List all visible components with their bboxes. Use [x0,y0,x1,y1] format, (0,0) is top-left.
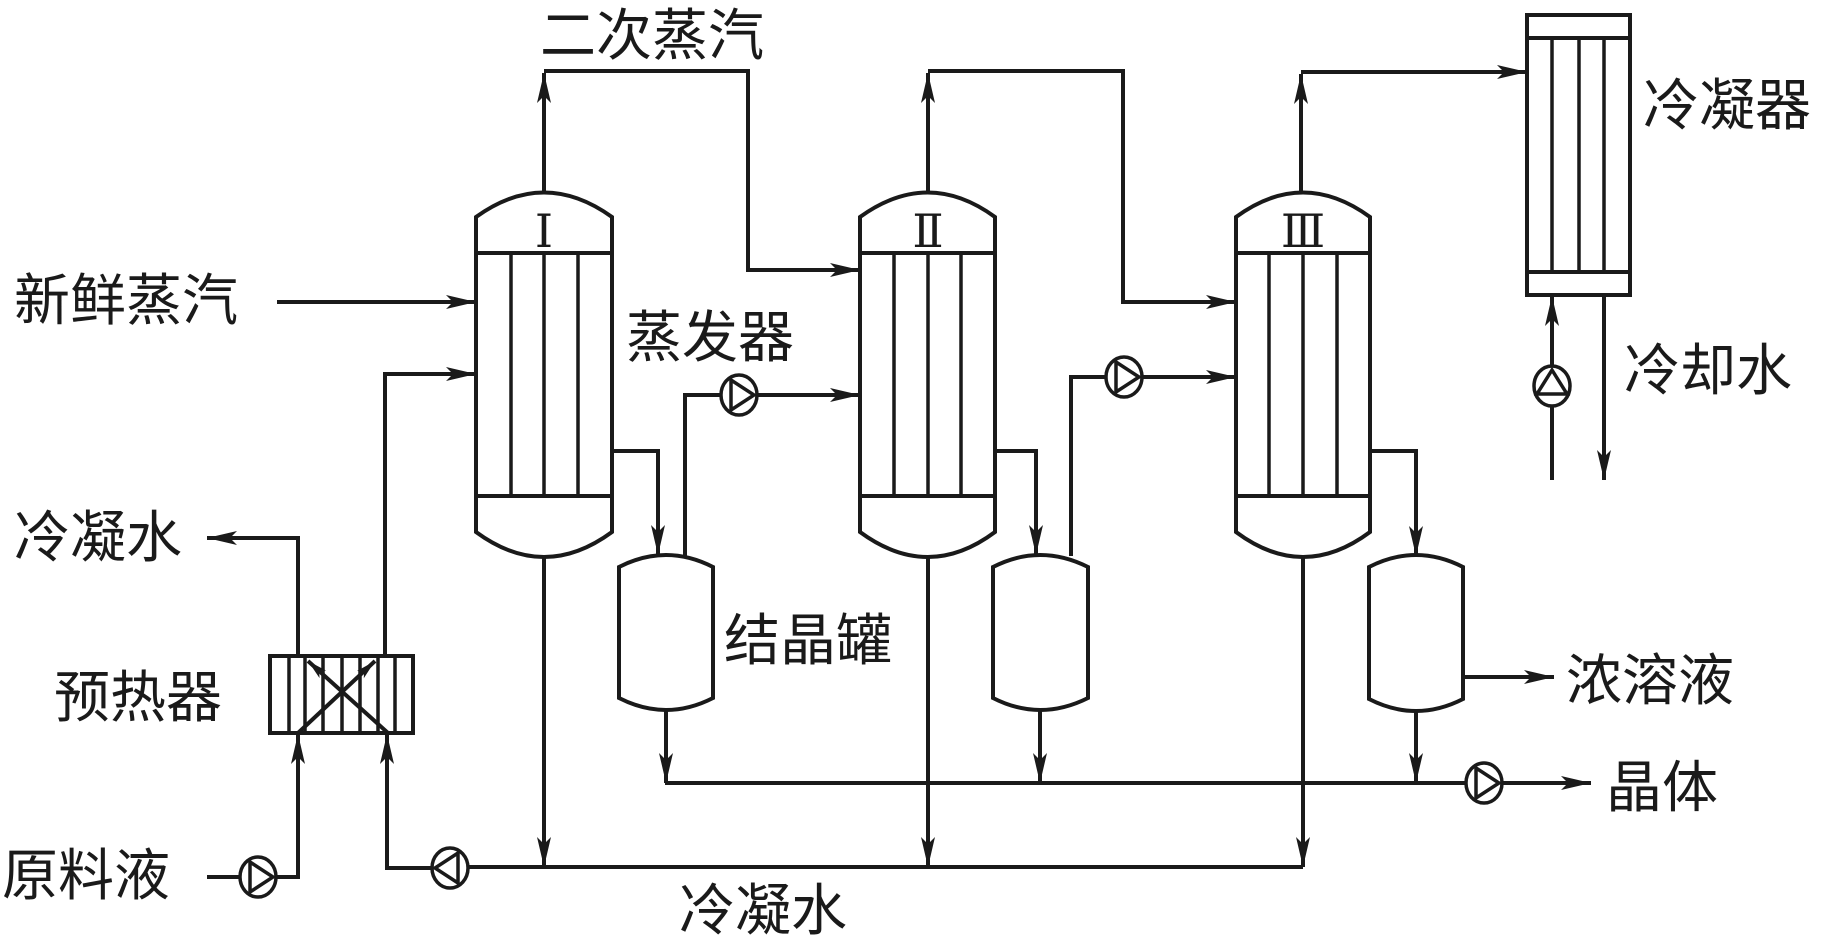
condensate-pump-icon [430,846,470,890]
label-preheater: 预热器 [54,666,222,731]
vapor-1-to-evaporator-2 [544,69,860,277]
condensate-to-preheater [380,734,432,870]
evap-2-outlet [995,449,1043,555]
evaporator-3-numeral: Ⅲ [1281,206,1325,257]
label-feed: 原料液 [2,844,170,909]
label-condensate-left: 冷凝水 [14,506,182,571]
evaporator-2: Ⅱ [858,190,997,559]
crystallizer-2-to-evap-3 [1069,370,1236,556]
feed-pump-icon [238,855,278,899]
evap-3-outlet [1370,449,1423,556]
crystallizer-1 [617,553,715,712]
vapor-2-to-evaporator-3 [928,69,1236,309]
evaporator-1: Ⅰ [474,190,614,559]
label-secondary-steam: 二次蒸汽 [540,4,764,69]
evap-1-outlet [612,449,665,555]
label-evaporator: 蒸发器 [626,306,794,371]
label-fresh-steam: 新鲜蒸汽 [14,269,238,334]
transfer-pump-2-icon [1104,355,1144,399]
label-condenser: 冷凝器 [1643,74,1811,139]
cooling-water-pump-icon [1532,364,1572,408]
crystal-pump-icon [1464,761,1504,805]
label-crystals: 晶体 [1606,756,1718,821]
label-condensate-bottom: 冷凝水 [679,879,847,941]
label-cooling-water: 冷却水 [1624,339,1792,404]
evaporator-3: Ⅲ [1234,190,1372,559]
label-concentrate: 浓溶液 [1566,649,1734,714]
condenser [1525,13,1632,297]
preheated-feed-to-evap-1 [383,367,476,656]
transfer-pump-1-icon [719,373,759,417]
condensate-out-line [207,531,300,656]
label-crystallizer: 结晶罐 [724,609,892,674]
preheater [268,654,415,735]
crystallizer-1-to-evap-2 [683,388,860,556]
crystallizer-2 [991,553,1090,712]
crystallizer-3 [1367,553,1465,713]
feed-line-to-preheater [276,734,305,879]
evaporator-1-numeral: Ⅰ [535,206,553,257]
evaporator-2-numeral: Ⅱ [912,206,943,257]
